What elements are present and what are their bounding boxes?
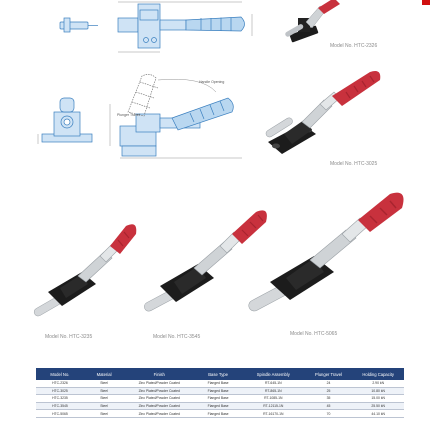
technical-drawing-htc-3025: [37, 74, 242, 159]
table-cell: Zinc Plated/Powder Coated: [124, 380, 195, 388]
table-cell: 45: [304, 402, 353, 411]
column-header: Plunger Travel: [304, 368, 353, 380]
table-cell: Zinc Plated/Powder Coated: [124, 409, 195, 418]
model-label-htc-2326: Model No. HTC-2326: [330, 43, 378, 49]
table-row: HTC-2326 Steel Zinc Plated/Powder Coated…: [36, 380, 404, 388]
table-cell: Flanged Base: [194, 394, 243, 403]
table-cell: RT-16170-1N: [242, 409, 305, 418]
table-row: HTC-5065 Steel Zinc Plated/Powder Coated…: [36, 409, 404, 418]
table-row: HTC-3235 Steel Zinc Plated/Powder Coated…: [36, 394, 404, 403]
specifications-table: Model No. Material Finish Base Type Spin…: [36, 368, 404, 418]
table-cell: HTC-3025: [36, 387, 84, 396]
table-cell: HTC-3235: [36, 394, 84, 403]
table-cell: Steel: [83, 409, 125, 418]
table-cell: 44.10 kN: [352, 409, 404, 418]
column-header: Base Type: [194, 368, 243, 380]
table-cell: Steel: [83, 394, 125, 403]
column-header: Spindle Assembly: [242, 368, 305, 380]
table-cell: 15.00 kN: [352, 394, 404, 403]
table-cell: Zinc Plated/Powder Coated: [124, 387, 195, 396]
table-cell: HTC-3545: [36, 402, 84, 411]
table-cell: Zinc Plated/Powder Coated: [124, 402, 195, 411]
table-cell: Steel: [83, 380, 125, 388]
model-label-htc-3025: Model No. HTC-3025: [330, 161, 378, 167]
table-cell: HTC-2326: [36, 380, 84, 388]
table-cell: Flanged Base: [194, 380, 243, 388]
table-cell: 35: [304, 394, 353, 403]
table-cell: 25.50 kN: [352, 402, 404, 411]
table-cell: 10.80 kN: [352, 387, 404, 396]
model-label-htc-3545: Model No. HTC-3545: [153, 334, 201, 340]
table-cell: Flanged Base: [194, 402, 243, 411]
model-label-htc-5065: Model No. HTC-5065: [290, 331, 338, 337]
column-header: Material: [83, 368, 125, 380]
table-cell: 24: [304, 380, 353, 388]
table-cell: RT-12115-1N: [242, 402, 305, 411]
column-header: Finish: [124, 368, 195, 380]
handle-opening-callout: Handle Opening: [199, 80, 225, 84]
product-image-htc-3025: [265, 71, 381, 154]
table-cell: 25: [304, 387, 353, 396]
table-cell: Steel: [83, 387, 125, 396]
table-cell: 70: [304, 409, 353, 418]
table-row: HTC-3545 Steel Zinc Plated/Powder Coated…: [36, 402, 404, 411]
table-cell: RT-645-1N: [242, 380, 305, 388]
table-cell: Zinc Plated/Powder Coated: [124, 394, 195, 403]
table-cell: RT-1085-1N: [242, 394, 305, 403]
column-header: Holding Capacity: [352, 368, 404, 380]
table-cell: RT-865-1N: [242, 387, 305, 396]
product-image-htc-2326: [285, 0, 340, 43]
technical-drawing-htc-2326: [59, 1, 253, 53]
table-cell: Steel: [83, 402, 125, 411]
product-image-htc-3235: [33, 224, 137, 317]
plunger-travel-callout: Plunger Travel: [117, 113, 140, 117]
table-cell: Flanged Base: [194, 387, 243, 396]
product-image-htc-3545: [144, 210, 267, 312]
table-cell: HTC-5065: [36, 409, 84, 418]
corner-accent: [422, 0, 430, 5]
table-cell: 2.90 kN: [352, 380, 404, 388]
table-row: HTC-3025 Steel Zinc Plated/Powder Coated…: [36, 387, 404, 396]
table-header-row: Model No. Material Finish Base Type Spin…: [36, 368, 404, 380]
column-header: Model No.: [36, 368, 84, 380]
model-label-htc-3235: Model No. HTC-3235: [45, 334, 93, 340]
table-cell: Flanged Base: [194, 409, 243, 418]
product-image-htc-5065: [248, 192, 404, 312]
